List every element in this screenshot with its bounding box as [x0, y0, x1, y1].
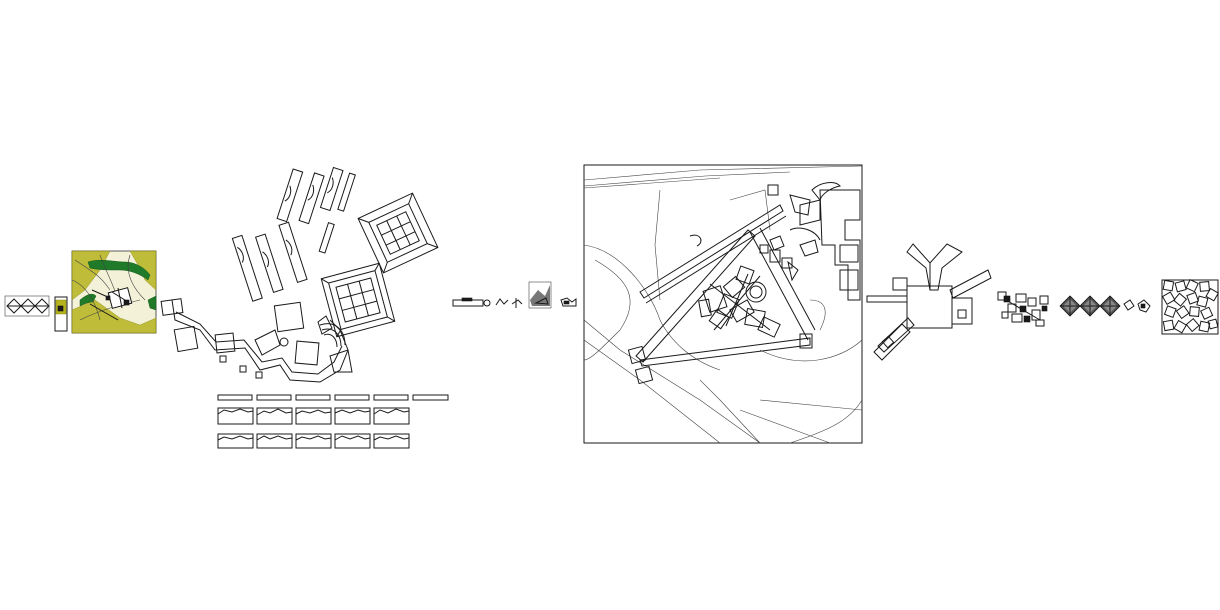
symbol-row: [452, 281, 577, 309]
clustered-plan: [997, 291, 1049, 327]
site-plan-thumbnail: [54, 296, 68, 332]
diamond-lattice-small: [4, 295, 50, 317]
scattered-squares-plan: [1161, 279, 1220, 335]
aerial-site-map-colored: [71, 250, 157, 334]
fan-layout-plan: [160, 166, 439, 383]
diamond-lattice-large: [1059, 295, 1151, 317]
elevation-strips: [217, 394, 449, 449]
y-junction-plan: [866, 243, 992, 361]
site-plan-framed: [583, 164, 863, 444]
